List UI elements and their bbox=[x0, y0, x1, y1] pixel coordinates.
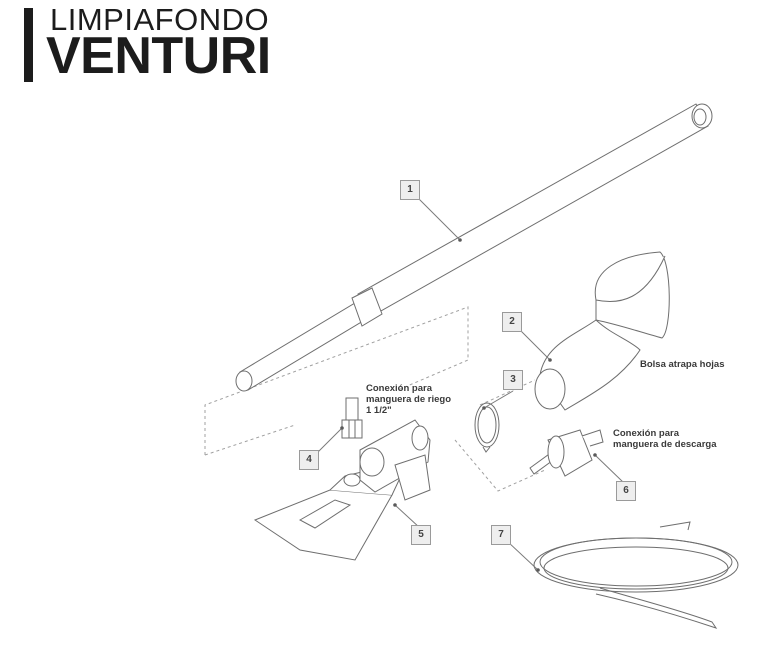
coiled-hose bbox=[533, 521, 739, 629]
label-irrigation-line-1: Conexión para bbox=[366, 383, 432, 394]
hose-connector-fitting bbox=[341, 397, 363, 439]
callout-part-4: 4 bbox=[299, 450, 319, 470]
label-discharge-line-2: manguera de descarga bbox=[613, 439, 717, 450]
title-line-1: LIMPIAFONDO bbox=[50, 2, 270, 37]
callout-part-3: 3 bbox=[503, 370, 523, 390]
label-irrigation-line-2: manguera de riego bbox=[366, 394, 451, 405]
label-leaf-bag: Bolsa atrapa hojas bbox=[640, 359, 725, 370]
title-line-2: VENTURI bbox=[46, 27, 271, 85]
label-irrigation-hose-connection: Conexión para manguera de riego 1 1/2" bbox=[366, 383, 451, 416]
callout-part-5: 5 bbox=[411, 525, 431, 545]
assembly-guide-lines bbox=[204, 306, 546, 492]
label-discharge-hose-connection: Conexión para manguera de descarga bbox=[613, 428, 717, 450]
title-accent-bar bbox=[24, 8, 33, 82]
label-discharge-line-1: Conexión para bbox=[613, 428, 679, 439]
leader-lines bbox=[317, 197, 625, 571]
callout-part-2: 2 bbox=[502, 312, 522, 332]
callout-part-7: 7 bbox=[491, 525, 511, 545]
callout-part-1: 1 bbox=[400, 180, 420, 200]
leaf-bag bbox=[534, 251, 670, 411]
clamp-ring bbox=[474, 402, 500, 453]
callout-part-6: 6 bbox=[616, 481, 636, 501]
venturi-head bbox=[253, 419, 431, 561]
label-irrigation-line-3: 1 1/2" bbox=[366, 405, 392, 416]
leader-dots bbox=[340, 238, 597, 572]
discharge-hose-connector bbox=[529, 429, 604, 477]
telescopic-pole bbox=[235, 103, 713, 392]
